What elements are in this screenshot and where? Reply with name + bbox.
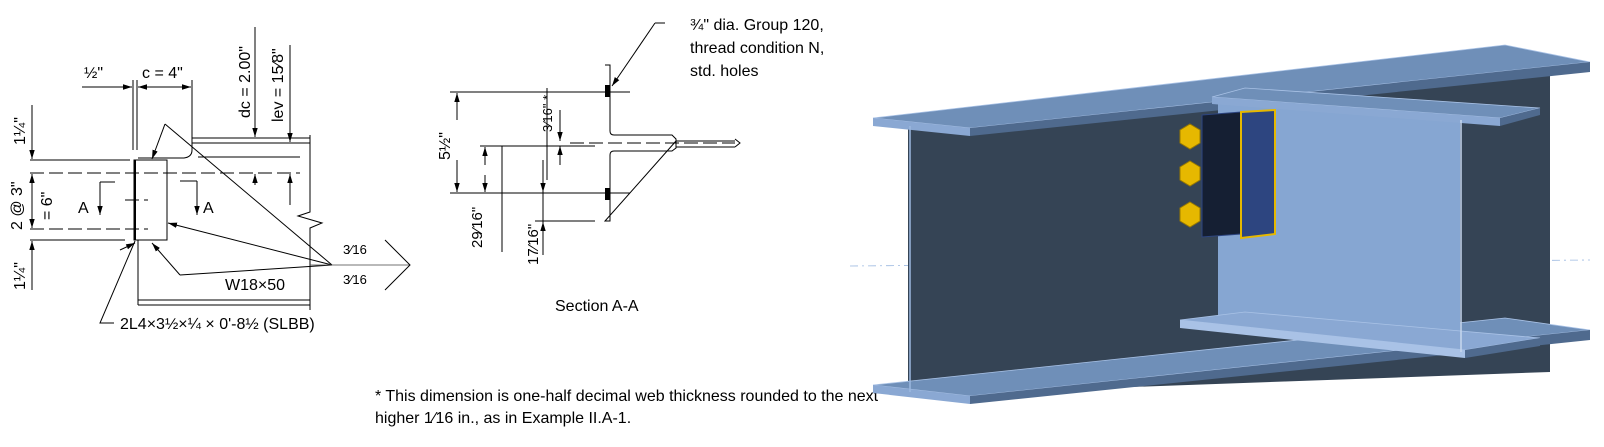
weld-size-top: 3⁄16 — [343, 242, 367, 257]
top-dimensions: ½" c = 4" — [82, 65, 193, 150]
section-cut-marks: A A — [78, 180, 214, 217]
bolt-callout-line3: std. holes — [690, 63, 758, 80]
beam-label: W18×50 — [225, 277, 285, 294]
footnote-line1: * This dimension is one-half decimal web… — [375, 388, 879, 405]
dim-c: c = 4" — [142, 65, 183, 82]
weld-symbol: 3⁄16 3⁄16 — [151, 123, 411, 291]
section-mark-right: A — [203, 200, 214, 217]
bolt-bottom — [605, 188, 610, 200]
bolt-head-icon — [1179, 123, 1201, 150]
left-dimensions: 1¼" 2 @ 3" = 6" 1¼" — [9, 105, 56, 290]
beam-web — [1218, 103, 1460, 340]
angle-web-leg — [1240, 108, 1276, 240]
weld-size-bottom: 3⁄16 — [343, 272, 367, 287]
3d-model-view — [849, 44, 1591, 404]
angle-leader — [99, 240, 136, 324]
elevation-view: ½" c = 4" dc = 2.00" lev = 15⁄8" 1¼" 2 @… — [9, 27, 411, 333]
angle-section — [603, 64, 735, 222]
section-mark-left: A — [78, 200, 89, 217]
beam-top-flange — [1211, 87, 1541, 126]
footnote-line2: higher 1⁄16 in., as in Example II.A-1. — [375, 410, 631, 427]
dim-edge: 17⁄16" — [525, 224, 542, 265]
angle-label: 2L4×3½×¼ × 0'-8½ (SLBB) — [120, 316, 315, 333]
angle-outstanding-leg — [1201, 111, 1242, 238]
bolt-callout-line1: ¾" dia. Group 120, — [690, 17, 824, 34]
dim-lev: lev = 15⁄8" — [270, 48, 287, 122]
section-title: Section A-A — [555, 298, 639, 315]
bolt-head-icon — [1179, 201, 1201, 228]
bolt-top — [605, 85, 610, 97]
dim-gage: 29⁄16" — [469, 207, 486, 248]
bolts — [1179, 123, 1201, 228]
dim-half-inch: ½" — [84, 65, 103, 82]
dim-web-offset: 3⁄16" * — [540, 95, 555, 132]
dim-spacing-total: = 6" — [39, 192, 56, 220]
beam-bottom-flange — [1179, 311, 1541, 358]
dim-spacing: 2 @ 3" — [9, 181, 26, 230]
section-a-a: 5½" 3⁄16" * 29⁄16" 17⁄16" ¾" dia. Group … — [437, 17, 824, 315]
dim-total: 5½" — [437, 132, 454, 160]
dim-bottom-edge: 1¼" — [12, 262, 29, 290]
bolt-lines — [30, 159, 300, 241]
bolt-callout-line2: thread condition N, — [690, 40, 824, 57]
dim-top-edge: 1¼" — [12, 117, 29, 145]
bolt-head-icon — [1179, 160, 1201, 187]
cope-dimensions: dc = 2.00" lev = 15⁄8" — [237, 27, 293, 205]
dim-dc: dc = 2.00" — [237, 46, 254, 118]
beam-outline — [137, 128, 324, 310]
